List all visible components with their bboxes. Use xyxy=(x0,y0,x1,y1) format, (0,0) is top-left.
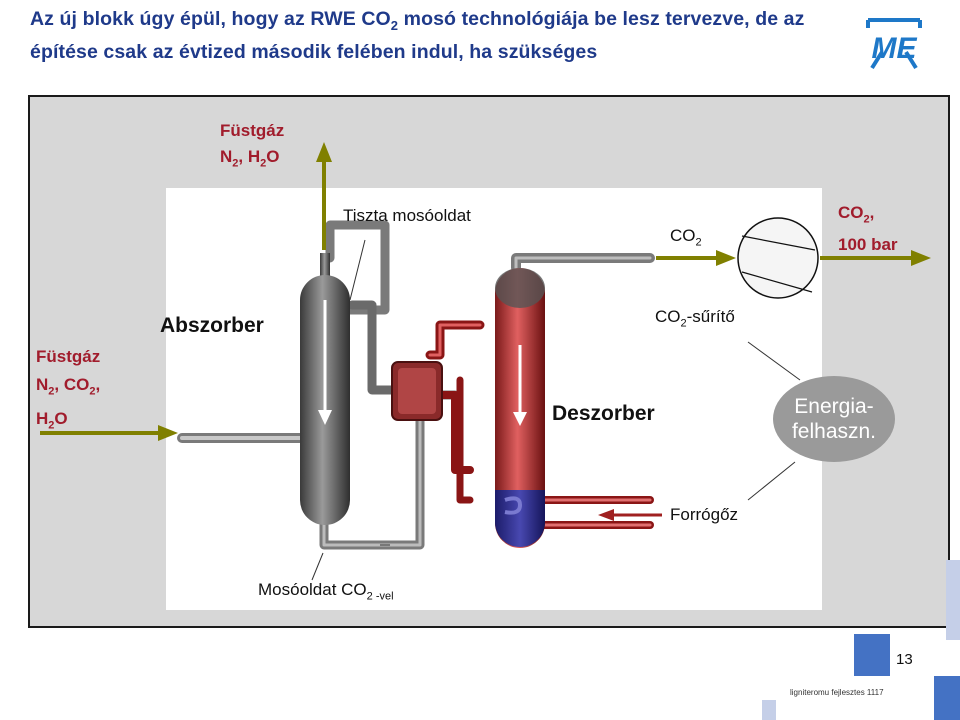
rich-solution-label: Mosóoldat CO2 -vel xyxy=(258,580,394,603)
pipes xyxy=(177,220,655,550)
decor-square-blue-2 xyxy=(934,676,960,720)
steam-label: Forrógőz xyxy=(670,505,739,524)
page-number: 13 xyxy=(896,651,913,668)
desorber-label: Deszorber xyxy=(552,402,655,425)
me-logo: ME xyxy=(866,18,922,70)
compressor xyxy=(737,217,819,299)
absorber-label: Abszorber xyxy=(160,314,264,337)
flue-gas-in-label: Füstgáz N2, CO2, H2O xyxy=(36,347,101,432)
compressor-label: CO2-sűrítő xyxy=(655,307,735,330)
energy-consumption-ellipse: Energia-felhaszn. xyxy=(773,376,895,462)
flue-gas-out-label: Füstgáz N2, H2O xyxy=(220,121,285,170)
flow-arrows xyxy=(40,142,931,521)
decor-square-light-2 xyxy=(762,700,776,720)
leader-lines xyxy=(311,239,801,581)
decor-square-blue xyxy=(854,634,890,676)
clean-solution-label: Tiszta mosóoldat xyxy=(343,206,471,225)
decor-square-light xyxy=(946,560,960,640)
logo-text: ME xyxy=(872,32,918,65)
desorber-column xyxy=(495,268,545,548)
co2-label: CO2 xyxy=(670,226,702,249)
footer-text: ligniteromu fejlesztes 1117 xyxy=(790,688,884,697)
co2-100bar-label: CO2, 100 bar xyxy=(838,203,898,255)
page-title: Az új blokk úgy épül, hogy az RWE CO2 mo… xyxy=(30,8,805,63)
absorber-column xyxy=(300,253,350,525)
